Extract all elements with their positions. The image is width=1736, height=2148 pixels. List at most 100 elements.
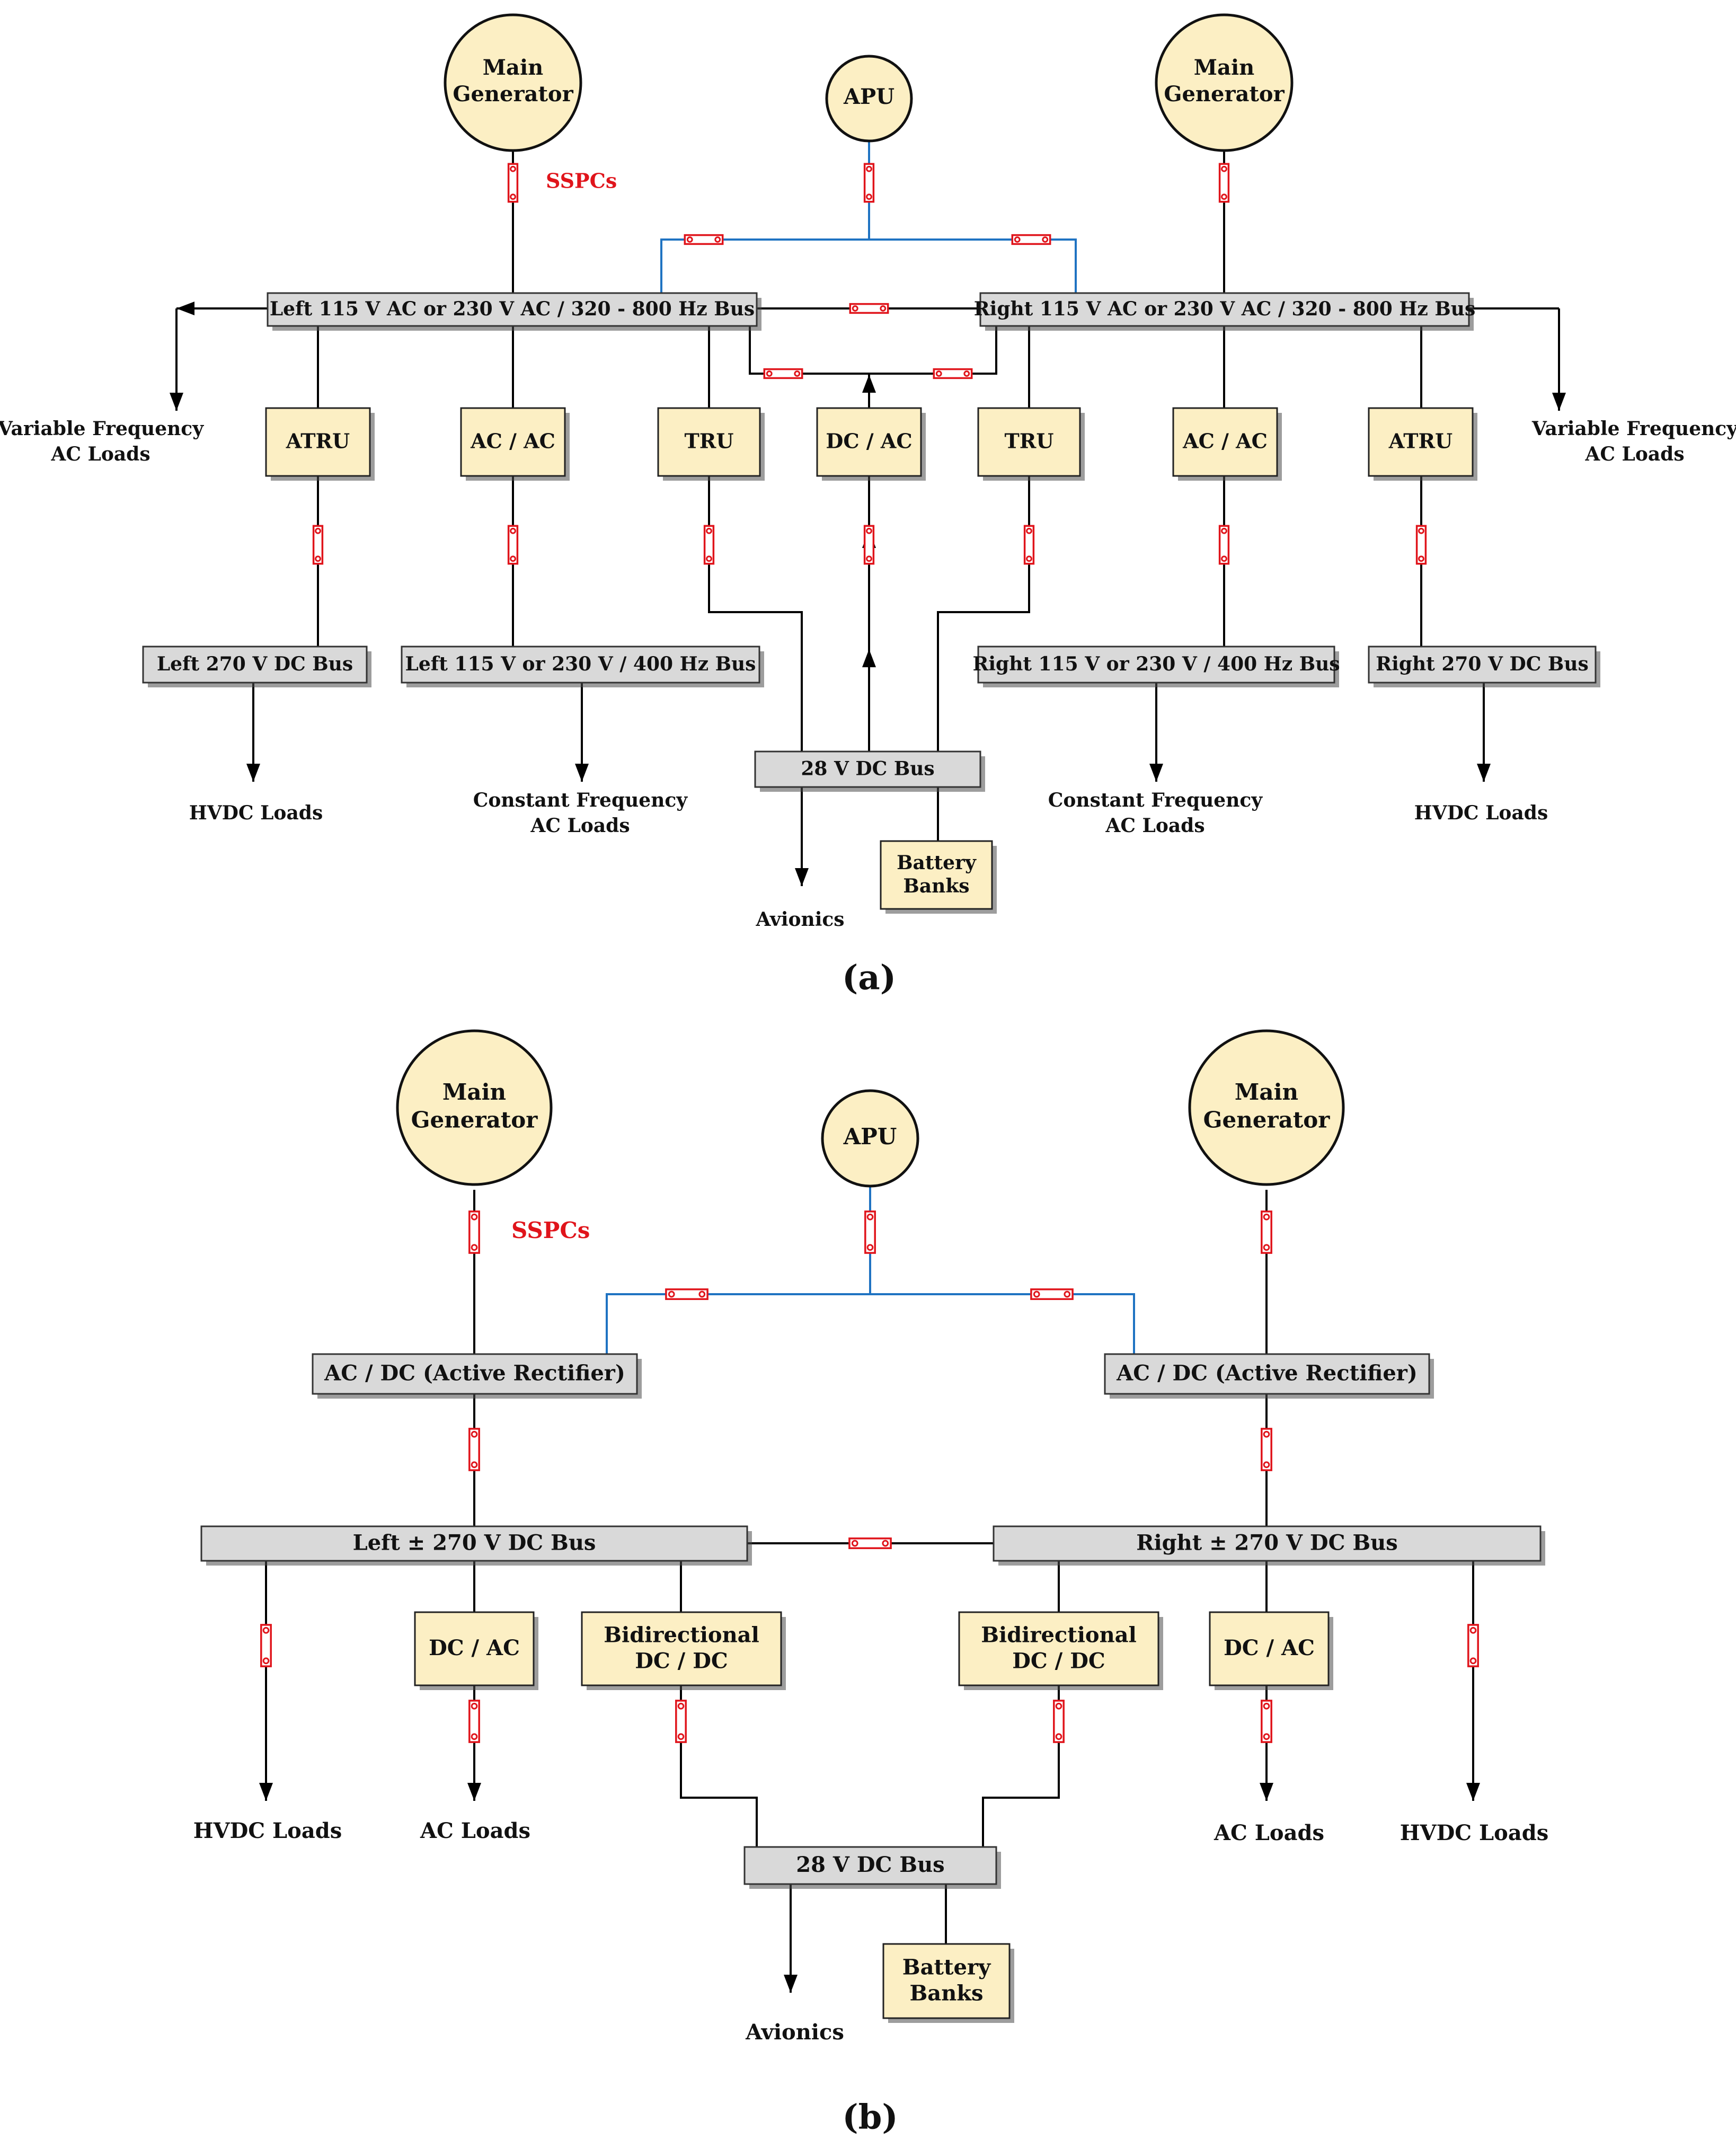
converter-box [265, 407, 371, 477]
bus-bar [267, 292, 758, 327]
sspc-contact [1418, 527, 1424, 534]
arrowhead [1552, 393, 1566, 411]
bus-bar [200, 1525, 748, 1562]
sspc-contact [510, 527, 516, 534]
sspc-contact [706, 555, 712, 562]
sspc-switch [665, 1288, 708, 1300]
generator-circle [396, 1029, 553, 1186]
sspc-contact [852, 305, 858, 312]
sspc-switch [1415, 525, 1427, 565]
sspc-contact [1026, 555, 1032, 562]
arrowhead [1477, 764, 1491, 782]
sspc-contact [1221, 165, 1227, 172]
bus-label: AC / DC (Active Rectifier) [324, 1361, 625, 1386]
apu-tie-wire [606, 1181, 871, 1354]
bus-label: Left ± 270 V DC Bus [353, 1531, 596, 1555]
converter-box [816, 407, 922, 477]
load-label: AC Loads [420, 1818, 530, 1843]
sspc-contact [1064, 1290, 1071, 1298]
sspc-switch [864, 1210, 876, 1254]
sspc-label: SSPCs [546, 169, 617, 193]
generator-label: Generator [411, 1107, 538, 1133]
sspc-switch [863, 163, 875, 203]
sspc-switch [763, 368, 803, 379]
converter-label: Banks [909, 1981, 983, 2005]
sspc-contact [1263, 1733, 1270, 1740]
sspc-switch [1011, 234, 1051, 245]
sspc-switch [1218, 163, 1230, 203]
arrowhead [1466, 1783, 1480, 1801]
converter-box [977, 407, 1081, 477]
load-label: Variable Frequency [0, 418, 204, 440]
sspc-switch [1030, 1288, 1074, 1300]
bus-label: Right 270 V DC Bus [1376, 653, 1589, 675]
bus-bar [312, 1353, 638, 1395]
apu-tie-wire [870, 1293, 1135, 1354]
generator-circle [444, 13, 582, 152]
sspc-contact [1469, 1627, 1477, 1634]
arrowhead [862, 375, 876, 393]
sspc-switch [468, 1210, 480, 1254]
arrowhead [795, 868, 809, 886]
converter-label: DC / AC [429, 1636, 520, 1660]
sspc-switch [1218, 525, 1230, 565]
sspc-contact [1033, 1290, 1040, 1298]
sspc-switch [468, 1428, 480, 1471]
converter-label: DC / AC [826, 429, 912, 453]
arrowhead [1260, 1783, 1273, 1801]
bus-bar [743, 1846, 997, 1885]
generator-label: Main [442, 1079, 506, 1105]
sspc-contact [706, 527, 712, 534]
load-label: AC Loads [1214, 1820, 1324, 1845]
arrowhead [246, 764, 260, 782]
converter-label: Battery [902, 1955, 991, 1980]
sspc-contact [677, 1702, 685, 1710]
sspc-switch [1261, 1428, 1272, 1471]
bus-label: 28 V DC Bus [796, 1852, 944, 1877]
load-label: HVDC Loads [189, 802, 323, 824]
sspc-contact [1055, 1733, 1062, 1740]
sspc-contact [315, 527, 321, 534]
sspc-contact [866, 1244, 874, 1251]
sspc-contact [1263, 1461, 1270, 1469]
sspc-contact [1263, 1244, 1270, 1251]
generator-circle [1155, 13, 1294, 152]
converter-label: Bidirectional [981, 1623, 1137, 1648]
bus-bar [1104, 1353, 1430, 1395]
arrowhead [575, 764, 589, 782]
apu-tie-wire [869, 238, 1077, 293]
arrowhead [467, 1783, 481, 1801]
sspc-switch [684, 234, 724, 245]
sspc-contact [1026, 527, 1032, 534]
generator-label: Generator [1164, 82, 1285, 107]
sspc-contact [1418, 555, 1424, 562]
sspc-switch [1053, 1700, 1065, 1743]
load-label: AC Loads [530, 815, 630, 837]
arrowhead [784, 1975, 798, 1993]
sspc-contact [510, 193, 516, 200]
wire [749, 308, 997, 375]
arrowhead [862, 649, 876, 667]
sspc-contact [471, 1213, 478, 1221]
sspc-contact [262, 1657, 270, 1665]
generator-circle [1188, 1029, 1345, 1186]
sspc-switches [260, 163, 1479, 1743]
arrowhead [170, 393, 183, 411]
bus-bar [1368, 646, 1597, 684]
bus-label: AC / DC (Active Rectifier) [1116, 1361, 1418, 1386]
arrowhead [259, 1783, 273, 1801]
bus-label: Left 115 V or 230 V / 400 Hz Bus [405, 653, 756, 675]
converter-label: TRU [685, 429, 734, 453]
load-label: HVDC Loads [1414, 802, 1548, 824]
converter-label: Banks [903, 875, 969, 897]
converter-box [414, 1611, 535, 1686]
generator-circle [825, 55, 913, 143]
sspc-switch [1023, 525, 1035, 565]
bus-label: Left 270 V DC Bus [157, 653, 353, 675]
bus-bar [142, 646, 368, 684]
bus-label: Right 115 V AC or 230 V AC / 320 - 800 H… [974, 298, 1476, 320]
load-label: Constant Frequency [473, 789, 688, 811]
sspc-contact [698, 1290, 706, 1298]
load-label: AC Loads [1584, 443, 1684, 465]
sspc-switch [933, 368, 973, 379]
